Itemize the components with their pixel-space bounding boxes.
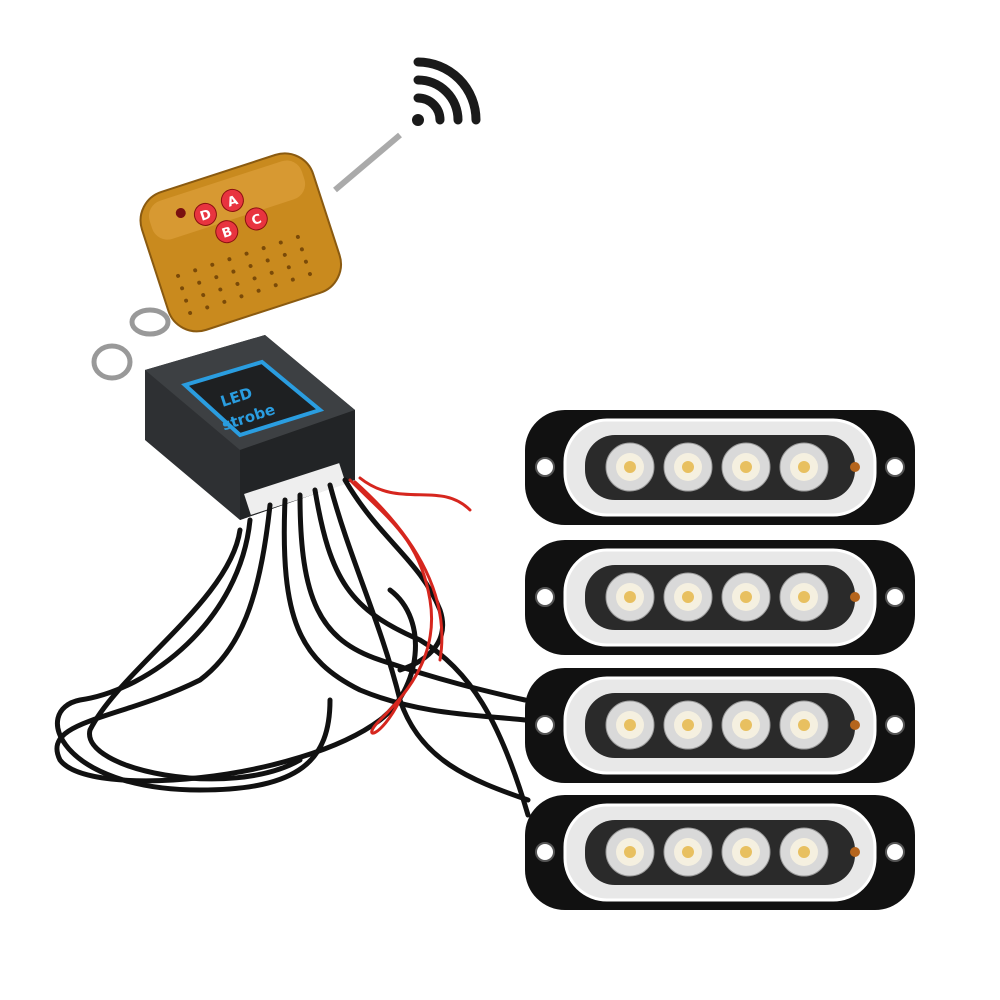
led <box>663 700 713 750</box>
led <box>779 827 829 877</box>
controller-box: LED strobe <box>145 335 355 520</box>
light-bars <box>525 410 915 910</box>
light-bar <box>525 795 915 910</box>
light-bar <box>525 540 915 655</box>
remote-button-a[interactable]: A <box>219 187 247 215</box>
remote-button-label: D <box>198 207 213 225</box>
led <box>605 442 655 492</box>
led <box>605 827 655 877</box>
led <box>605 572 655 622</box>
remote-button-b[interactable]: B <box>213 218 241 246</box>
remote-button-label: B <box>220 224 234 241</box>
wiring-harness <box>54 476 531 818</box>
led <box>779 700 829 750</box>
led <box>721 700 771 750</box>
led <box>721 572 771 622</box>
led <box>663 442 713 492</box>
led <box>663 827 713 877</box>
remote-button-d[interactable]: D <box>192 201 220 229</box>
led <box>721 442 771 492</box>
light-bar <box>525 410 915 525</box>
remote-button-label: C <box>250 212 264 229</box>
light-bar <box>525 668 915 783</box>
remote-button-label: A <box>226 193 240 210</box>
led <box>721 827 771 877</box>
wifi-signal-icon <box>412 57 481 126</box>
led <box>663 572 713 622</box>
remote-antenna <box>333 132 402 193</box>
led <box>779 572 829 622</box>
remote-button-c[interactable]: C <box>242 205 270 233</box>
led <box>779 442 829 492</box>
led <box>605 700 655 750</box>
keyring <box>91 307 171 381</box>
